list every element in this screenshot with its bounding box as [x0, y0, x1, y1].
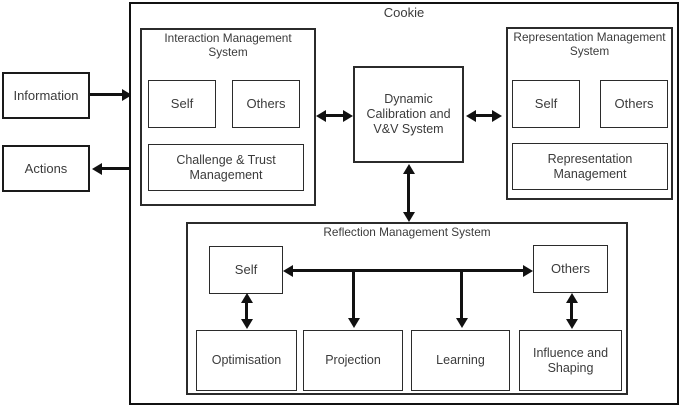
challenge-trust-management-box: Challenge & Trust Management: [148, 144, 304, 191]
representation-others-label: Others: [614, 96, 654, 112]
reflection-self-others-bus-line: [291, 269, 525, 272]
interaction-self-box: Self: [148, 80, 216, 128]
challenge-trust-management-label: Challenge & Trust Management: [176, 152, 276, 182]
actions-arrow-line: [100, 167, 130, 170]
influence-shaping-box: Influence and Shaping: [519, 330, 622, 391]
learning-label: Learning: [436, 353, 485, 368]
ims-dc-arrow-head-right: [343, 110, 353, 122]
information-arrow-head: [122, 89, 132, 101]
reflection-others-label: Others: [550, 261, 590, 277]
reflection-others-box: Others: [533, 245, 608, 293]
optimisation-label: Optimisation: [211, 353, 282, 368]
representation-self-box: Self: [512, 80, 580, 128]
interaction-others-box: Others: [232, 80, 300, 128]
projection-box: Projection: [303, 330, 403, 391]
self-optimisation-arrow-head-up: [241, 293, 253, 303]
dc-rms-arrow-head-left: [466, 110, 476, 122]
dc-reflection-arrow-head-down: [403, 212, 415, 222]
dynamic-calibration-label: Dynamic Calibration and V&V System: [366, 92, 451, 136]
ims-dc-arrow-head-left: [316, 110, 326, 122]
interaction-self-label: Self: [170, 96, 194, 112]
interaction-others-label: Others: [246, 96, 286, 112]
learning-box: Learning: [411, 330, 510, 391]
cookie-title: Cookie: [383, 5, 425, 20]
interaction-management-system-title: Interaction Management System: [164, 31, 292, 59]
actions-label: Actions: [24, 160, 68, 176]
others-influence-arrow-line: [570, 300, 573, 322]
reflection-management-system-title: Reflection Management System: [323, 225, 491, 239]
dc-reflection-arrow-line: [407, 172, 410, 214]
others-influence-arrow-head-down: [566, 319, 578, 329]
representation-management-system-title: Representation Management System: [513, 30, 666, 58]
representation-management-box: Representation Management: [512, 143, 668, 190]
representation-management-label: Representation Management: [547, 151, 633, 181]
information-label: Information: [13, 87, 79, 103]
reflection-self-label: Self: [234, 262, 258, 278]
self-optimisation-arrow-head-down: [241, 319, 253, 329]
dynamic-calibration-box: Dynamic Calibration and V&V System: [353, 66, 464, 163]
projection-branch-line: [352, 269, 355, 320]
representation-self-label: Self: [534, 96, 558, 112]
information-box: Information: [2, 72, 90, 119]
representation-others-box: Others: [600, 80, 668, 128]
reflection-others-arrow-head: [523, 265, 533, 277]
reflection-self-arrow-head: [283, 265, 293, 277]
projection-label: Projection: [325, 353, 381, 368]
information-arrow-line: [90, 93, 124, 96]
dc-reflection-arrow-head-up: [403, 164, 415, 174]
dc-rms-arrow-line: [474, 114, 494, 117]
projection-branch-arrow-head: [348, 318, 360, 328]
ims-dc-arrow-line: [325, 114, 345, 117]
others-influence-arrow-head-up: [566, 293, 578, 303]
reflection-self-box: Self: [209, 246, 283, 294]
actions-box: Actions: [2, 145, 90, 192]
self-optimisation-arrow-line: [245, 300, 248, 322]
actions-arrow-head: [92, 163, 102, 175]
learning-branch-line: [460, 269, 463, 320]
optimisation-box: Optimisation: [196, 330, 297, 391]
learning-branch-arrow-head: [456, 318, 468, 328]
dc-rms-arrow-head-right: [492, 110, 502, 122]
influence-shaping-label: Influence and Shaping: [532, 345, 609, 375]
